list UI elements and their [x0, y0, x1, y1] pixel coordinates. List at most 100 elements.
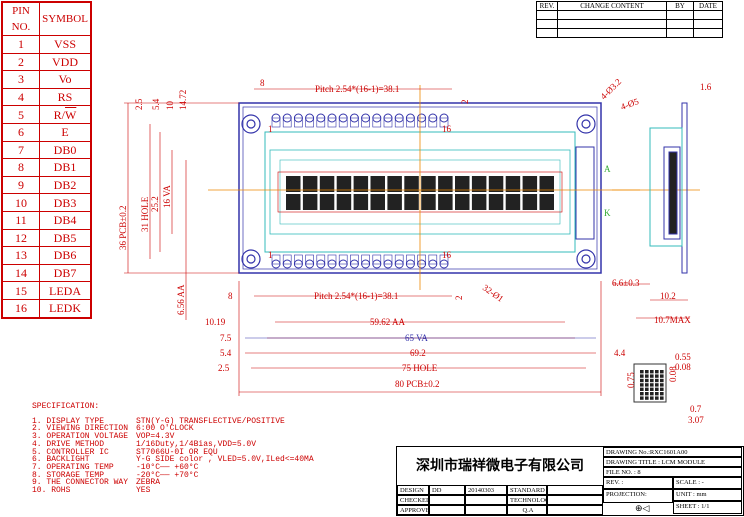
dim-32-hole: 32-Ø1	[481, 282, 506, 303]
spec-key: 9. THE CONNECTOR WAY	[32, 478, 129, 488]
dim-7-5: 7.5	[220, 333, 232, 343]
pin-16-label-top: 16	[442, 124, 452, 134]
dim-4-hole-5: 4-Ø5	[619, 96, 640, 112]
lcd-character-cell	[421, 176, 436, 192]
pin-symbol: Vo	[39, 70, 92, 89]
dim-0-55: 0.55	[675, 352, 691, 362]
lcd-character-matrix	[286, 176, 554, 210]
dimension-labels: Pitch 2.54*(16-1)=38.1 Pitch 2.54*(16-1)…	[118, 76, 712, 425]
connector-pad	[316, 117, 326, 128]
lcd-character-cell	[302, 176, 318, 192]
lcd-character-cell	[471, 194, 487, 210]
projection-icon: ⊕◁	[635, 503, 650, 513]
zebra-dot	[660, 383, 664, 387]
company-name: 深圳市瑞祥微电子有限公司	[397, 447, 604, 486]
lcd-character-cell	[522, 176, 538, 192]
spec-key: 6. BACKLIGHT	[32, 455, 90, 465]
dim-36-pcb: 36 PCB±0.2	[118, 206, 128, 250]
connector-pad	[417, 254, 426, 265]
connector-pad	[294, 117, 303, 128]
spec-key: 10. ROHS	[32, 486, 71, 496]
connector-pad	[428, 254, 438, 265]
dim-10-7-max: 10.7MAX	[654, 315, 691, 325]
file-no: FILE NO. : 8	[603, 467, 742, 477]
design-by: DD	[429, 485, 465, 495]
zebra-dot	[640, 378, 644, 383]
checked-label: CHECKED	[397, 495, 429, 505]
dim-2-5-bottom: 2.5	[218, 363, 230, 373]
bottom-pitch-label: Pitch 2.54*(16-1)=38.1	[314, 291, 398, 301]
spec-value: 6:00 O'CLOCK	[136, 424, 194, 434]
connector-pad	[372, 254, 382, 265]
lcd-character-cell	[505, 176, 521, 192]
connector-pad	[383, 254, 393, 265]
pin-1-label-bottom: 1	[268, 250, 273, 260]
connector-pad	[271, 254, 281, 265]
zebra-dot	[640, 383, 644, 387]
connector-pins-bottom	[271, 254, 449, 269]
dim-4-4: 4.4	[614, 348, 626, 358]
lcd-character-cell	[404, 194, 419, 210]
spec-item: 7. OPERATING TEMP-10°C—— +60°C	[32, 462, 314, 472]
spec-value: 1/16Duty,1/4Bias,VDD=5.0V	[136, 439, 257, 449]
lcd-character-cell	[421, 194, 436, 210]
connector-pins-top	[271, 113, 449, 128]
connector-pad	[327, 254, 337, 265]
lcd-character-cell	[522, 194, 538, 210]
pin-number: 10	[1, 193, 40, 212]
zebra-dot	[655, 370, 659, 374]
zebra-dot	[650, 387, 654, 391]
zebra-dot	[645, 396, 649, 400]
lcd-character-cell	[370, 194, 385, 210]
lcd-character-cell	[286, 176, 301, 192]
pin-symbol: LEDK	[39, 298, 92, 319]
title-block: 深圳市瑞祥微电子有限公司 DRAWING No.:RXC1601A00 DRAW…	[396, 446, 744, 516]
lcd-character-cell	[319, 194, 335, 210]
dim-69-2: 69.2	[410, 348, 426, 358]
dim-2-5-left: 2.5	[134, 98, 144, 110]
lcd-character-cell	[539, 194, 554, 210]
dim-10-19: 10.19	[205, 317, 226, 327]
spec-value: -10°C—— +60°C	[136, 462, 199, 472]
lcd-character-cell	[471, 176, 487, 192]
lcd-character-cell	[286, 194, 301, 210]
pin-symbol: DB3	[39, 193, 92, 212]
drawing-title: DRAWING TITLE : LCM MODULE	[603, 457, 742, 467]
connector-pad	[383, 117, 393, 128]
zebra-dot	[660, 387, 664, 391]
zebra-dot	[655, 383, 659, 387]
dim-65-va: 65 VA	[405, 333, 428, 343]
dim-5-4-left: 5.4	[151, 98, 161, 110]
zebra-dot	[645, 387, 649, 391]
design-date: 20140303	[465, 485, 507, 495]
rev: REV. :	[603, 477, 673, 489]
standard-label: STANDARD	[507, 485, 547, 495]
dim-2: 2	[454, 296, 464, 301]
pin-symbol: DB2	[39, 175, 92, 195]
pin-symbol: LEDA	[39, 281, 92, 300]
dim-2-top: 2	[460, 100, 470, 105]
lcd-character-cell	[387, 176, 402, 192]
connector-pad	[327, 117, 337, 128]
zebra-dot	[645, 392, 649, 396]
dim-10-left: 10	[165, 101, 175, 111]
zebra-dot	[660, 396, 664, 400]
spec-key: 4. DRIVE METHOD	[32, 439, 105, 449]
side-view	[649, 102, 688, 274]
zebra-dot	[655, 374, 659, 378]
connector-pad	[406, 254, 415, 265]
connector-pad	[316, 254, 326, 265]
connector-pad	[394, 117, 404, 128]
dim-0-75: 0.75	[626, 372, 636, 388]
mounting-holes	[241, 114, 596, 269]
lcd-character-cell	[539, 176, 554, 192]
lcd-character-cell	[387, 194, 402, 210]
